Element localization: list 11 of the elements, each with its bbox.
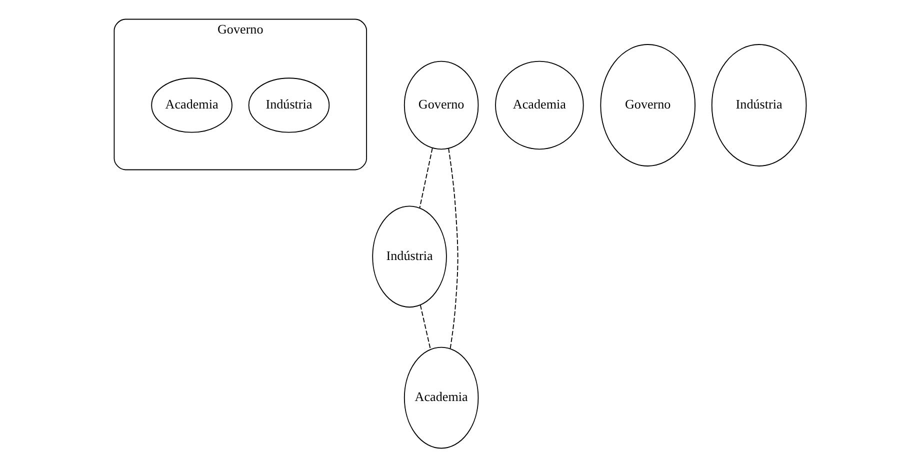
node-ellipse: Governo: [404, 60, 479, 150]
node-ellipse: Academia: [404, 346, 479, 449]
node-ellipse: Indústria: [372, 206, 447, 308]
node-ellipse: Indústria: [248, 78, 330, 133]
node-ellipse: Governo: [600, 44, 696, 166]
node-ellipse: Academia: [151, 78, 232, 133]
connector: [448, 148, 458, 350]
connector: [419, 148, 433, 208]
node-circle: Academia: [495, 60, 584, 150]
node-ellipse: Indústria: [711, 44, 807, 166]
connector: [420, 304, 431, 350]
